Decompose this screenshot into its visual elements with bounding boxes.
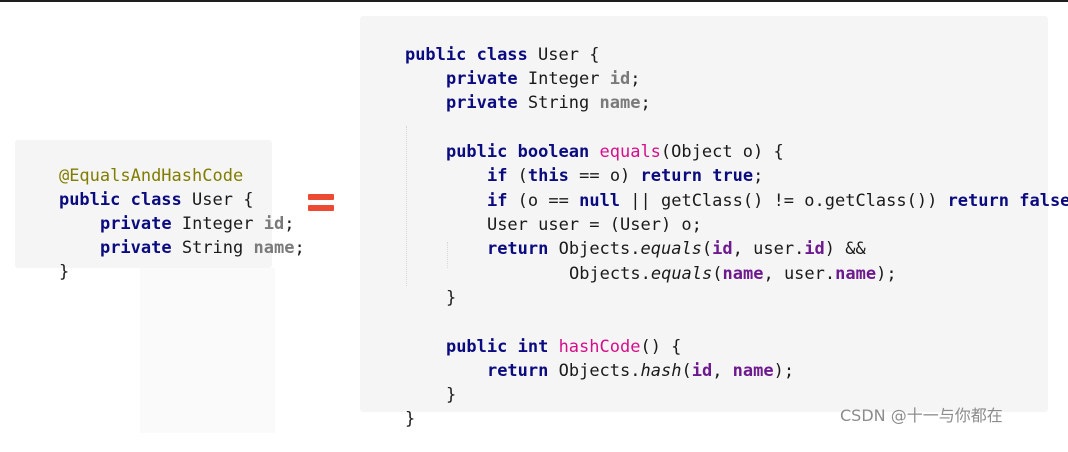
code-text: ( xyxy=(507,166,528,186)
code-text: Objects. xyxy=(548,361,641,381)
keyword: return xyxy=(486,361,549,381)
top-border xyxy=(0,0,1068,2)
method-name: hashCode xyxy=(558,337,641,357)
keyword: false xyxy=(1019,191,1068,211)
keyword: private xyxy=(99,238,172,258)
brace: } xyxy=(445,385,457,405)
watermark: CSDN @十一与你都在 xyxy=(840,406,1003,425)
code-text: Objects. xyxy=(548,239,641,259)
code-line-10: Objects.equals(name, user.name); xyxy=(528,241,897,307)
keyword: this xyxy=(527,166,569,186)
code-text: User user = (User) o; xyxy=(486,215,702,235)
keyword: return xyxy=(640,166,702,186)
code-text: == o) xyxy=(568,166,641,186)
keyword: public boolean xyxy=(445,142,590,162)
field-reference: name xyxy=(722,264,764,284)
code-line-14: return Objects.hash(id, name); xyxy=(446,338,794,404)
field-name-declaration: private String name; xyxy=(59,215,305,281)
keyword: private xyxy=(445,69,518,89)
code-line-5: public boolean equals(Object o) { xyxy=(405,119,784,185)
equals-bar-top xyxy=(308,194,334,200)
field-name: name xyxy=(253,238,295,258)
brace: } xyxy=(404,409,416,429)
field-name: id xyxy=(609,69,631,89)
field-name: id xyxy=(263,214,285,234)
code-text: , user. xyxy=(732,239,805,259)
code-line-9: return Objects.equals(id, user.id) && xyxy=(446,216,866,282)
code-text: (o == xyxy=(507,191,580,211)
method-call: hash xyxy=(640,361,682,381)
class-declaration: public class User { xyxy=(18,167,253,233)
lombok-code-block: @EqualsAndHashCode public class User { p… xyxy=(15,140,305,282)
keyword: public class xyxy=(58,190,182,210)
field-reference: name xyxy=(732,361,774,381)
code-line-11: } xyxy=(405,265,456,331)
type: String xyxy=(171,238,254,258)
equals-bar-bottom xyxy=(308,205,334,211)
keyword: return xyxy=(486,239,549,259)
params: (Object o) { xyxy=(660,142,784,162)
class-name: User { xyxy=(527,45,600,65)
field-name: name xyxy=(599,93,641,113)
field-reference: id xyxy=(691,361,713,381)
indent-guide xyxy=(406,126,407,286)
keyword: return xyxy=(947,191,1009,211)
brace: } xyxy=(58,262,70,282)
field-reference: id xyxy=(804,239,825,259)
keyword: if xyxy=(486,191,508,211)
code-text: ( xyxy=(701,239,713,259)
code-line-1: public class User { xyxy=(364,22,599,88)
annotation-line: @EqualsAndHashCode xyxy=(18,143,243,209)
code-line-8: User user = (User) o; xyxy=(446,192,702,258)
field-id-declaration: private Integer id; xyxy=(59,191,295,257)
code-text: ); xyxy=(876,264,897,284)
code-line-7: if (o == null || getClass() != o.getClas… xyxy=(446,168,1068,234)
type: String xyxy=(517,93,600,113)
type: Integer xyxy=(517,69,610,89)
code-line-16: } xyxy=(364,386,415,452)
semicolon: ; xyxy=(294,238,305,258)
code-line-13: public int hashCode() { xyxy=(405,314,681,380)
equals-icon xyxy=(308,194,334,212)
keyword: true xyxy=(712,166,754,186)
code-line-15: } xyxy=(405,362,456,428)
semicolon: ; xyxy=(630,69,641,89)
keyword: public class xyxy=(404,45,528,65)
method-call: equals xyxy=(640,239,702,259)
indent-guide xyxy=(447,242,448,268)
code-line-2: private Integer id; xyxy=(405,46,641,112)
code-text: ( xyxy=(681,361,692,381)
code-line-3: private String name; xyxy=(405,70,651,136)
code-text: || getClass() != o.getClass()) xyxy=(620,191,948,211)
background-shade xyxy=(140,268,275,433)
class-name: User { xyxy=(181,190,254,210)
brace: } xyxy=(445,288,457,308)
closing-brace: } xyxy=(18,239,69,305)
keyword: public int xyxy=(445,337,549,357)
code-text: ) && xyxy=(824,239,866,259)
semicolon: ; xyxy=(284,214,295,234)
method-name: equals xyxy=(599,142,661,162)
keyword: private xyxy=(445,93,518,113)
code-text xyxy=(1009,191,1019,211)
code-text: Objects. xyxy=(568,264,651,284)
keyword: private xyxy=(99,214,172,234)
field-reference: id xyxy=(712,239,733,259)
field-reference: name xyxy=(835,264,877,284)
code-text: , user. xyxy=(763,264,836,284)
code-text: ; xyxy=(753,166,764,186)
code-text: , xyxy=(712,361,733,381)
method-call: equals xyxy=(650,264,713,284)
annotation: @EqualsAndHashCode xyxy=(58,166,244,186)
expanded-code-block: public class User { private Integer id; … xyxy=(360,16,1068,429)
params: () { xyxy=(640,337,682,357)
code-line-6: if (this == o) return true; xyxy=(446,143,763,209)
semicolon: ; xyxy=(640,93,651,113)
keyword: null xyxy=(579,191,621,211)
code-text: ( xyxy=(712,264,723,284)
code-text: ); xyxy=(773,361,795,381)
type: Integer xyxy=(171,214,264,234)
keyword: if xyxy=(486,166,508,186)
